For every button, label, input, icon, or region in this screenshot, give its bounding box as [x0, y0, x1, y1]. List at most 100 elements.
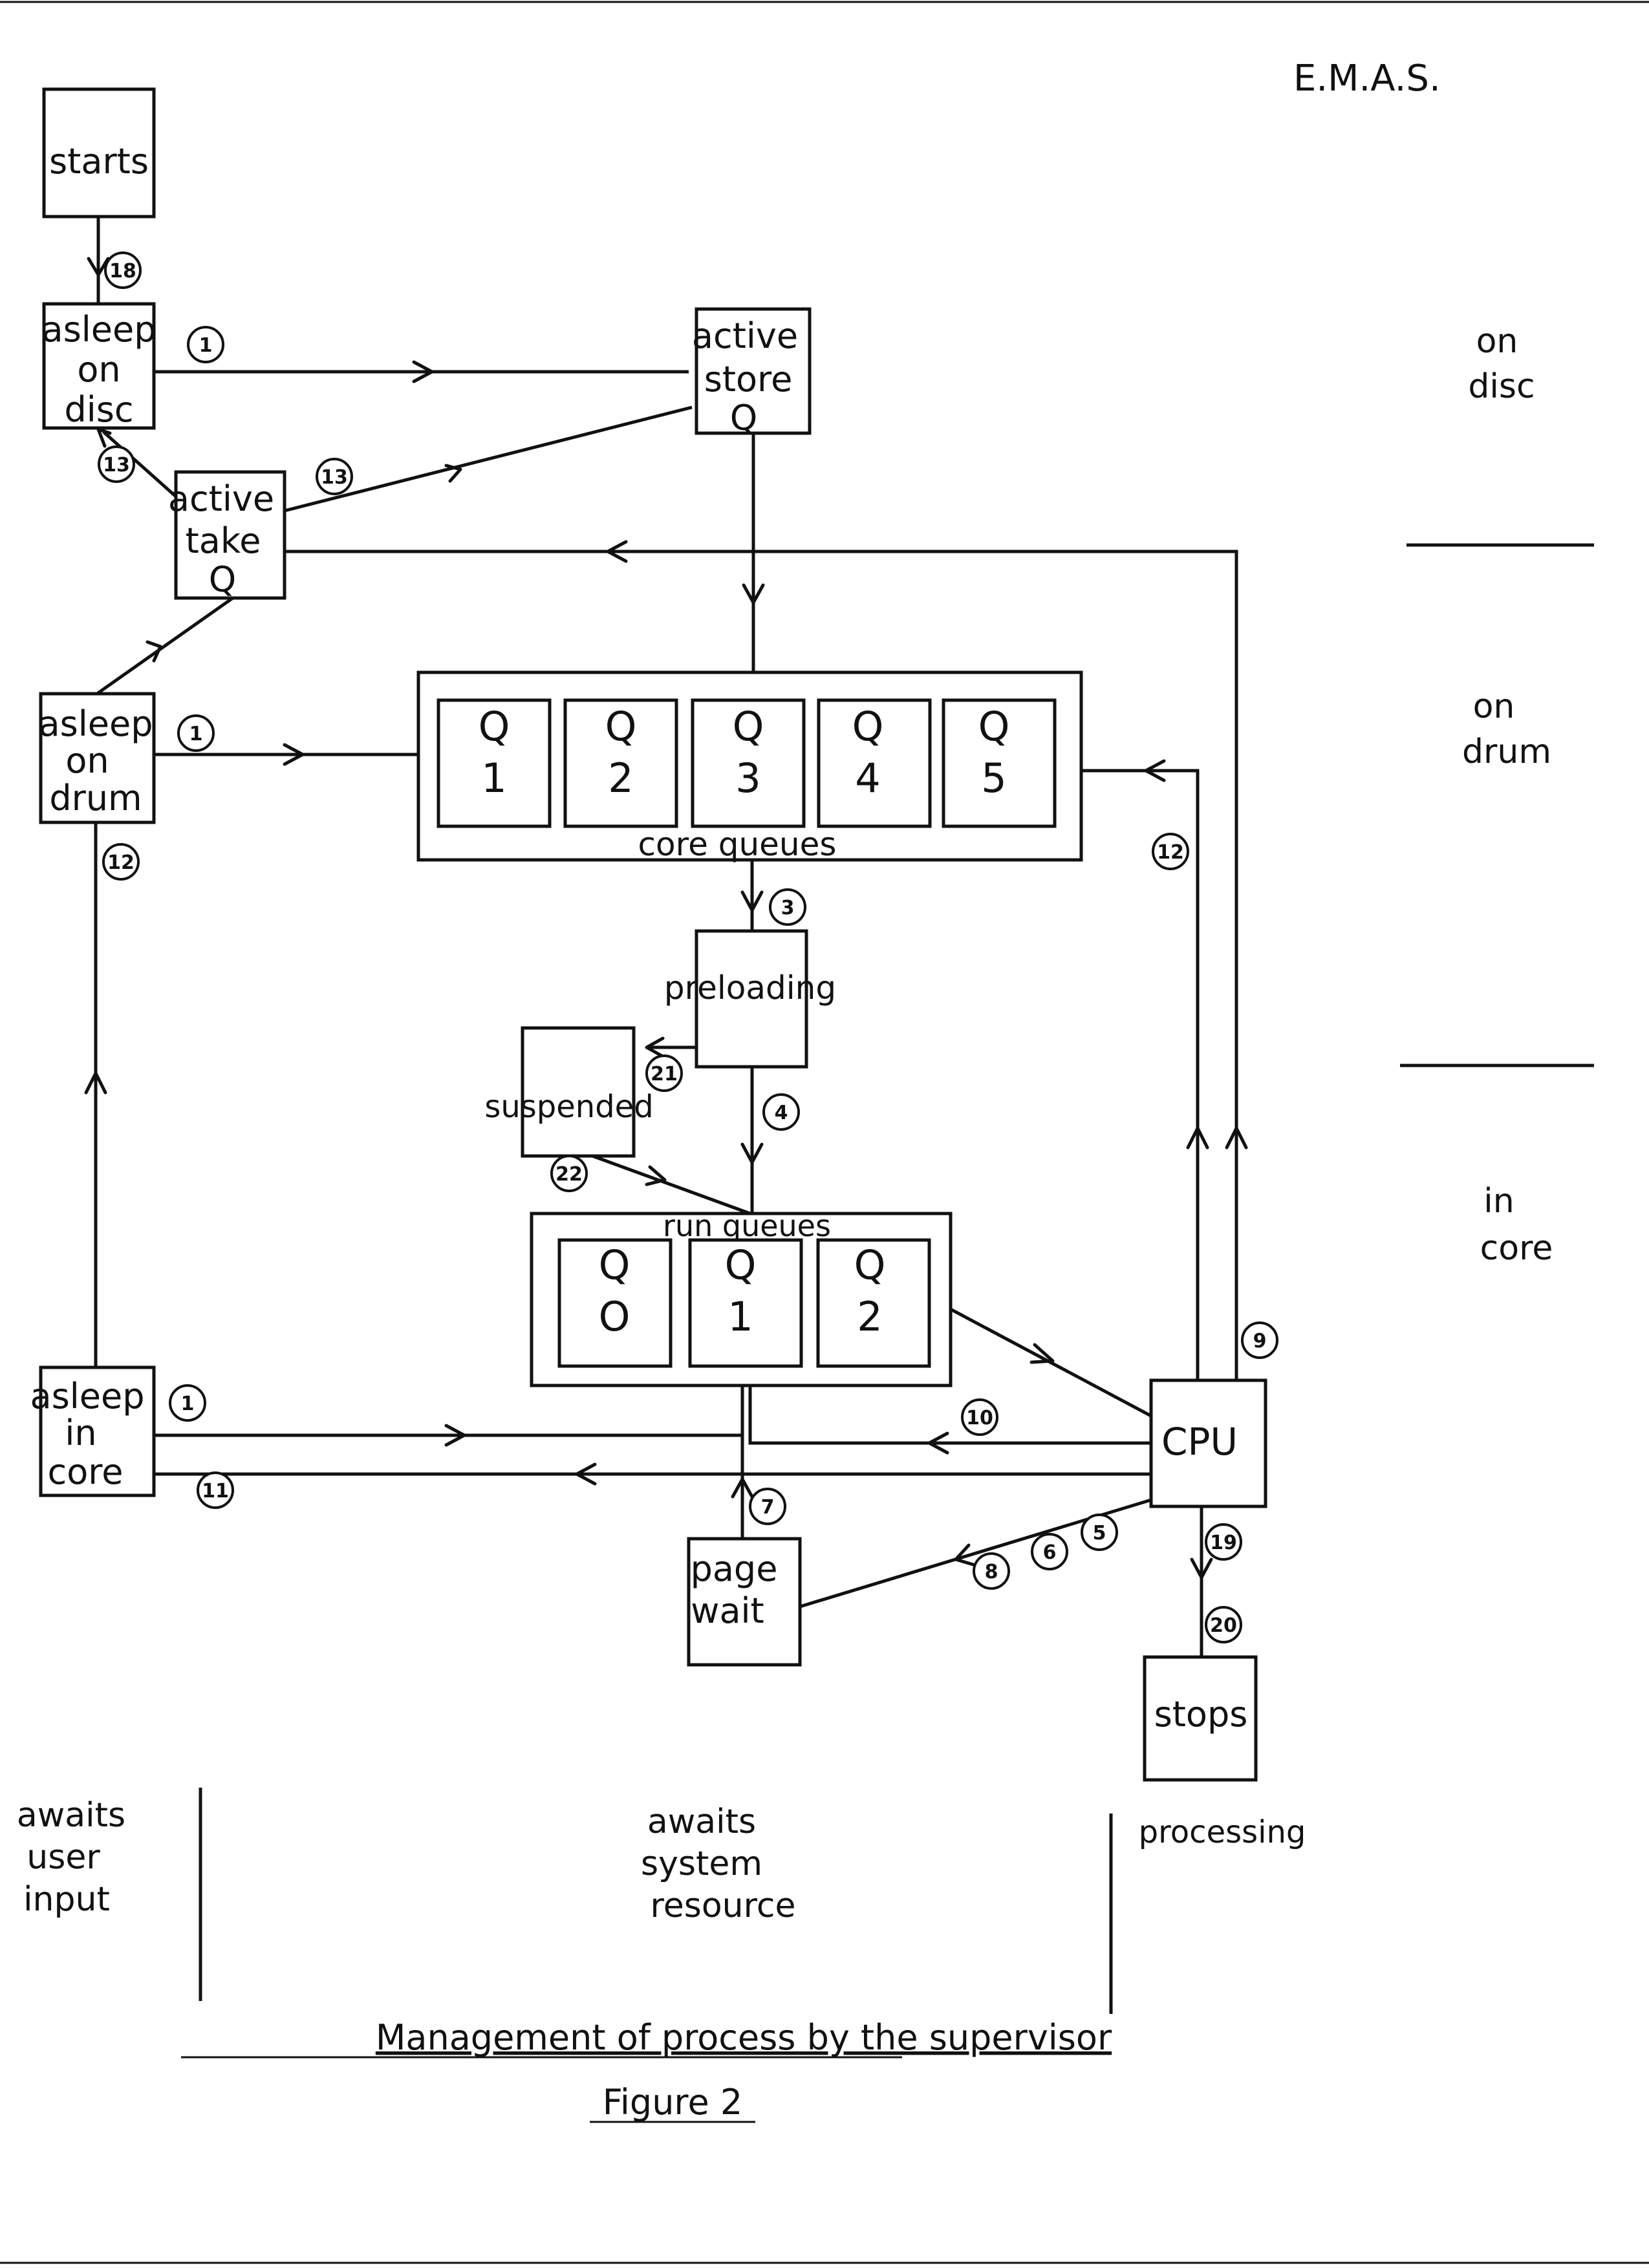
column-user-line-2: user	[27, 1838, 100, 1877]
transition-1a-label: 1	[199, 334, 213, 357]
asleep-drum-line-1: asleep	[39, 703, 153, 744]
core-queue-4-q: Q	[852, 703, 884, 750]
transition-marker-6	[1031, 1533, 1068, 1570]
transition-13b-label: 13	[321, 466, 348, 489]
edge-active-take-to-active-store	[284, 405, 693, 513]
run-queue-cell-2	[816, 1238, 931, 1368]
run-queue-2-q: Q	[854, 1241, 886, 1289]
run-queue-cell-0	[557, 1238, 673, 1368]
asleep-drum-line-2: on	[65, 740, 109, 781]
core-queue-1-q: Q	[479, 703, 510, 750]
arrowhead	[1186, 1126, 1209, 1150]
core-queue-cell-1	[436, 698, 552, 828]
arrowhead	[444, 464, 462, 483]
transition-8-label: 8	[985, 1561, 998, 1583]
core-queue-2-num: 2	[608, 754, 633, 802]
core-queue-cell-2	[563, 698, 678, 828]
zone-disc-line-1: on	[1476, 322, 1518, 361]
arrowhead	[731, 1477, 754, 1499]
transition-marker-18	[104, 251, 142, 289]
node-asleep-on-disc	[42, 302, 156, 430]
header-system: E.M.A.S.	[1293, 58, 1441, 100]
active-store-line-1: active	[692, 316, 798, 356]
page-wait-line-2: wait	[691, 1590, 764, 1631]
arrowhead	[146, 640, 162, 663]
transition-marker-21	[645, 1054, 683, 1092]
node-asleep-on-drum	[39, 692, 156, 824]
edge-cpu-to-run-queues	[748, 1385, 1151, 1445]
transition-13a-label: 13	[103, 454, 130, 476]
transition-marker-13b	[316, 458, 353, 495]
transition-6-label: 6	[1043, 1541, 1057, 1564]
column-system-line-2: system	[641, 1845, 762, 1883]
transition-marker-9	[1241, 1321, 1278, 1359]
stops-label: stops	[1154, 1694, 1248, 1735]
active-take-line-2: take	[186, 520, 261, 561]
zone-core-line-2: core	[1480, 1229, 1553, 1268]
core-queue-cell-4	[817, 698, 932, 828]
column-user-line-1: awaits	[17, 1796, 125, 1835]
node-starts-label: starts	[49, 141, 149, 182]
transition-marker-19	[1205, 1523, 1242, 1561]
arrowhead	[444, 1424, 466, 1447]
node-asleep-in-core	[39, 1365, 156, 1497]
transition-20-label: 20	[1210, 1614, 1237, 1637]
transition-marker-8	[973, 1552, 1010, 1590]
node-run-queues	[530, 1212, 953, 1387]
transition-7-label: 7	[761, 1496, 775, 1519]
arrowhead	[740, 890, 764, 912]
transition-19-label: 19	[1210, 1532, 1237, 1554]
arrowhead	[1190, 1557, 1213, 1579]
edge-active-take-to-asleep-disc	[102, 431, 177, 498]
transition-18-label: 18	[109, 260, 136, 283]
caption-figure: Figure 2	[603, 2082, 742, 2123]
asleep-core-line-2: in	[65, 1413, 96, 1453]
transition-marker-12a	[102, 843, 140, 881]
transition-11-label: 11	[202, 1480, 229, 1503]
transition-marker-7	[749, 1488, 786, 1525]
column-processing: processing	[1139, 1814, 1306, 1850]
node-cpu	[1149, 1378, 1267, 1508]
caption-title: Management of process by the supervisor	[376, 2017, 1112, 2058]
node-core-queues	[416, 670, 1083, 862]
asleep-disc-line-3: disc	[64, 389, 133, 430]
node-active-store	[695, 307, 812, 435]
arrowhead	[927, 1431, 949, 1455]
arrowhead	[606, 540, 628, 563]
active-store-line-2: store	[704, 359, 793, 400]
transition-marker-5	[1081, 1514, 1118, 1551]
edge-asleep-drum-to-active-take	[96, 596, 234, 696]
core-queue-5-q: Q	[978, 703, 1010, 750]
asleep-core-line-3: core	[48, 1451, 124, 1492]
arrowhead	[412, 360, 434, 383]
run-queues-label: run queues	[663, 1208, 831, 1243]
arrowhead	[740, 1142, 764, 1164]
arrowhead	[645, 1165, 667, 1186]
arrowhead	[1029, 1343, 1055, 1364]
node-starts	[42, 87, 156, 219]
zone-disc-line-2: disc	[1468, 367, 1535, 406]
arrowhead	[87, 257, 110, 277]
active-take-line-3: Q	[209, 559, 237, 600]
asleep-disc-line-2: on	[77, 349, 120, 390]
transition-marker-12b	[1152, 833, 1189, 870]
arrowhead	[954, 1543, 975, 1567]
core-queue-3-q: Q	[733, 703, 764, 750]
zone-drum-line-2: drum	[1462, 733, 1551, 771]
node-active-take	[174, 470, 286, 600]
transition-1c-label: 1	[181, 1393, 195, 1415]
edge-cpu-to-active-take	[285, 550, 1238, 1380]
core-queue-cells: Q 1 Q 2 Q 3 Q 4 Q 5	[436, 698, 1057, 828]
core-queues-label: core queues	[638, 826, 837, 863]
active-store-line-3: Q	[730, 398, 758, 438]
asleep-disc-line-1: asleep	[42, 309, 156, 350]
arrowhead	[1144, 759, 1166, 782]
asleep-core-line-1: asleep	[30, 1376, 145, 1417]
transition-marker-13a	[98, 445, 135, 483]
transition-marker-4	[762, 1093, 800, 1131]
transition-marker-22	[550, 1155, 588, 1192]
transition-9-label: 9	[1253, 1330, 1267, 1353]
run-queue-0-q: Q	[599, 1241, 630, 1289]
run-queue-1-num: 1	[727, 1293, 753, 1340]
